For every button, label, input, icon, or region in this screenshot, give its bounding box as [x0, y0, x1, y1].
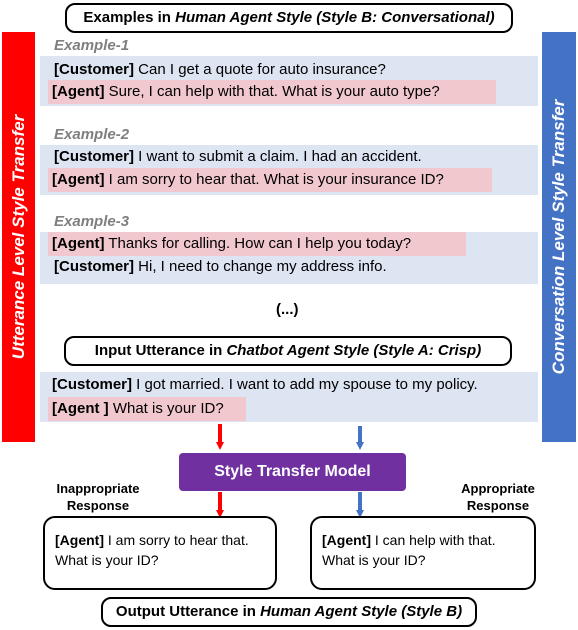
input-utterance-header: Input Utterance in Chatbot Agent Style (… — [64, 336, 512, 366]
speaker-tag: [Agent] — [52, 83, 105, 100]
example-2-label: Example-2 — [54, 126, 130, 143]
speaker-tag: [Agent] — [55, 532, 104, 548]
appropriate-response-label: Appropriate Response — [446, 480, 550, 514]
label-line: Response — [66, 498, 130, 513]
input-header-style: Chatbot Agent Style (Style A: Crisp) — [226, 342, 482, 359]
appropriate-response-box: [Agent] I can help with that. What is yo… — [310, 516, 536, 590]
response-text: I am sorry to hear that. — [104, 532, 249, 548]
speaker-tag: [Customer] — [54, 61, 135, 78]
utterance-text: What is your ID? — [108, 400, 224, 417]
example-2-customer-line: [Customer] I want to submit a claim. I h… — [50, 146, 426, 168]
label-line: Appropriate — [461, 481, 535, 496]
examples-header-style: Human Agent Style (Style B: Conversation… — [175, 9, 495, 26]
example-3-customer-line: [Customer] Hi, I need to change my addre… — [50, 256, 391, 278]
speaker-tag: [Agent ] — [52, 400, 109, 417]
speaker-tag: [Customer] — [54, 148, 135, 165]
speaker-tag: [Agent] — [322, 532, 371, 548]
utterance-text: I am sorry to hear that. What is your in… — [104, 171, 444, 188]
example-1-label: Example-1 — [54, 37, 130, 54]
style-transfer-model: Style Transfer Model — [179, 453, 406, 491]
response-line-2: What is your ID? — [55, 552, 159, 568]
examples-header: Examples in Human Agent Style (Style B: … — [65, 3, 513, 33]
utterance-text: Can I get a quote for auto insurance? — [134, 61, 386, 78]
label-line: Inappropriate — [56, 481, 140, 496]
utterance-text: I want to submit a claim. I had an accid… — [134, 148, 422, 165]
input-customer-line: [Customer] I got married. I want to add … — [48, 374, 482, 396]
example-3-label: Example-3 — [54, 213, 130, 230]
utterance-text: Hi, I need to change my address info. — [134, 258, 387, 275]
example-3-agent-line: [Agent] Thanks for calling. How can I he… — [48, 232, 466, 256]
conversation-level-bar: Conversation Level Style Transfer — [542, 32, 576, 442]
more-examples-ellipsis: (...) — [276, 301, 299, 318]
example-2-agent-line: [Agent] I am sorry to hear that. What is… — [48, 168, 492, 192]
utterance-text: Sure, I can help with that. What is your… — [104, 83, 440, 100]
utterance-text: I got married. I want to add my spouse t… — [132, 376, 478, 393]
utterance-level-bar: Utterance Level Style Transfer — [2, 32, 35, 442]
output-header-style: Human Agent Style (Style B) — [260, 603, 463, 620]
response-line-1: [Agent] I can help with that. — [322, 530, 524, 550]
speaker-tag: [Customer] — [54, 258, 135, 275]
inappropriate-response-box: [Agent] I am sorry to hear that. What is… — [43, 516, 277, 590]
example-1-customer-line: [Customer] Can I get a quote for auto in… — [50, 59, 390, 81]
inappropriate-response-label: Inappropriate Response — [46, 480, 150, 514]
examples-header-prefix: Examples in — [83, 9, 176, 26]
speaker-tag: [Customer] — [52, 376, 133, 393]
example-1-agent-line: [Agent] Sure, I can help with that. What… — [48, 80, 496, 104]
response-text: I can help with that. — [371, 532, 496, 548]
label-line: Response — [466, 498, 530, 513]
input-header-prefix: Input Utterance in — [94, 342, 227, 359]
utterance-text: Thanks for calling. How can I help you t… — [104, 235, 412, 252]
output-utterance-header: Output Utterance in Human Agent Style (S… — [101, 597, 477, 627]
response-line-1: [Agent] I am sorry to hear that. — [55, 530, 265, 550]
speaker-tag: [Agent] — [52, 235, 105, 252]
input-agent-line: [Agent ] What is your ID? — [48, 397, 246, 421]
response-line-2: What is your ID? — [322, 552, 426, 568]
speaker-tag: [Agent] — [52, 171, 105, 188]
output-header-prefix: Output Utterance in — [115, 603, 261, 620]
